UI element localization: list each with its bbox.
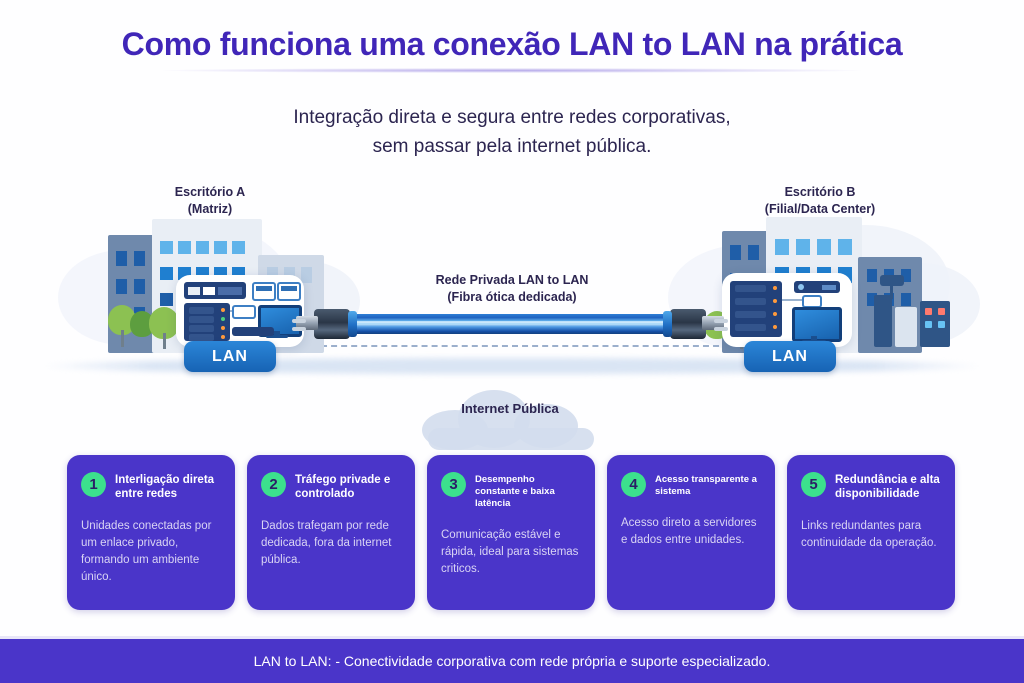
card-body: Acesso direto a servidores e dados entre… [621,517,757,546]
card-body: Unidades conectadas por um enlace privad… [81,520,212,583]
monitor-base [266,335,288,338]
card-number-badge: 1 [81,472,106,497]
cable-connector-left [314,309,350,339]
card-number-badge: 3 [441,472,466,497]
office-a-lan-badge: LAN [184,341,276,372]
card-body: Dados trafegam por rede dedicada, fora d… [261,520,392,566]
page-subtitle: Integração direta e segura entre redes c… [0,103,1024,161]
network-switch [232,327,274,336]
tree-trunk [163,333,166,349]
cable-collar-right [663,311,672,337]
cable-clip-right [714,319,728,323]
tree-trunk [121,330,124,347]
office-a-name: Escritório A [174,185,246,199]
cable-clip-right [714,327,728,331]
monitor [792,307,842,342]
datacenter-equipment [895,307,917,347]
antenna-mast [890,285,893,299]
patch-panel [232,305,256,319]
benefit-card-4[interactable]: 4 Acesso transparente a sistema Acesso d… [607,455,775,610]
cable-body [330,314,690,334]
public-internet-cloud [410,388,610,450]
private-link-line-2: (Fibra ótica dedicada) [447,290,577,304]
network-switch [794,281,840,293]
card-number-badge: 4 [621,472,646,497]
card-header: 3 Desempenho constante e baixa latência [441,472,581,510]
footer-divider [0,636,1024,639]
ground-shadow [40,358,984,374]
server-rack [184,303,230,341]
network-diagram: Escritório A (Matriz) Escritório B (Fili… [0,175,1024,450]
card-body: Links redundantes para continuidade da o… [801,520,937,549]
office-b-name: Escritório B [784,185,856,199]
card-header: 2 Tráfego privade e controlado [261,472,401,501]
datacenter-equipment [874,295,892,347]
cable-clip-left [292,327,306,331]
benefit-card-3[interactable]: 3 Desempenho constante e baixa latência … [427,455,595,610]
footer-bar: LAN to LAN: - Conectividade corporativa … [0,639,1024,683]
card-title: Acesso transparente a sistema [655,474,757,497]
fiber-optic-cable [292,307,728,343]
office-b-network-card [722,273,852,347]
office-a-network-card [176,275,304,347]
private-link-label: Rede Privada LAN to LAN (Fibra ótica ded… [392,272,632,306]
cable-collar-left [348,311,357,337]
benefit-card-1[interactable]: 1 Interligação direta entre redes Unidad… [67,455,235,610]
cloud-puff [428,428,594,450]
dashed-connection-line [120,345,910,347]
benefit-card-5[interactable]: 5 Redundância e alta disponibilidade Lin… [787,455,955,610]
footer-text: LAN to LAN: - Conectividade corporativa … [253,653,771,669]
office-a-label: Escritório A (Matriz) [120,184,300,218]
private-link-line-1: Rede Privada LAN to LAN [435,273,589,287]
card-header: 5 Redundância e alta disponibilidade [801,472,941,501]
page-title: Como funciona uma conexão LAN to LAN na … [121,26,903,62]
cable-wire [782,299,806,301]
antenna-icon [880,275,904,286]
card-number-badge: 5 [801,472,826,497]
rack-shelf [184,282,246,299]
card-header: 1 Interligação direta entre redes [81,472,221,501]
benefit-card-2[interactable]: 2 Tráfego privade e controlado Dados tra… [247,455,415,610]
card-number-badge: 2 [261,472,286,497]
status-light [938,308,945,315]
subtitle-line-1: Integração direta e segura entre redes c… [293,107,731,128]
office-b-label: Escritório B (Filial/Data Center) [700,184,940,218]
card-title: Desempenho constante e baixa latência [475,474,555,509]
cable-clip-left [292,319,306,323]
server-rack [730,281,782,337]
card-body: Comunicação estável e rápida, ideal para… [441,529,579,575]
office-a-sub: (Matriz) [187,202,233,216]
cable-connector-right [670,309,706,339]
network-node [277,282,301,301]
card-title: Interligação direta entre redes [115,474,215,500]
title-underline-glow [162,68,862,73]
network-node [252,282,276,301]
card-title: Redundância e alta disponibilidade [835,474,940,500]
office-b-sub: (Filial/Data Center) [764,202,876,216]
monitor-stand [274,331,280,336]
benefit-cards: 1 Interligação direta entre redes Unidad… [0,455,1024,613]
card-header: 4 Acesso transparente a sistema [621,472,761,498]
status-light [938,321,945,328]
public-internet-label: Internet Pública [461,401,559,416]
subtitle-line-2: sem passar pela internet pública. [372,136,652,157]
office-b-lan-badge: LAN [744,341,836,372]
status-light [925,308,932,315]
card-title: Tráfego privade e controlado [295,474,391,500]
monitor-stand [811,336,817,341]
status-light [925,321,932,328]
